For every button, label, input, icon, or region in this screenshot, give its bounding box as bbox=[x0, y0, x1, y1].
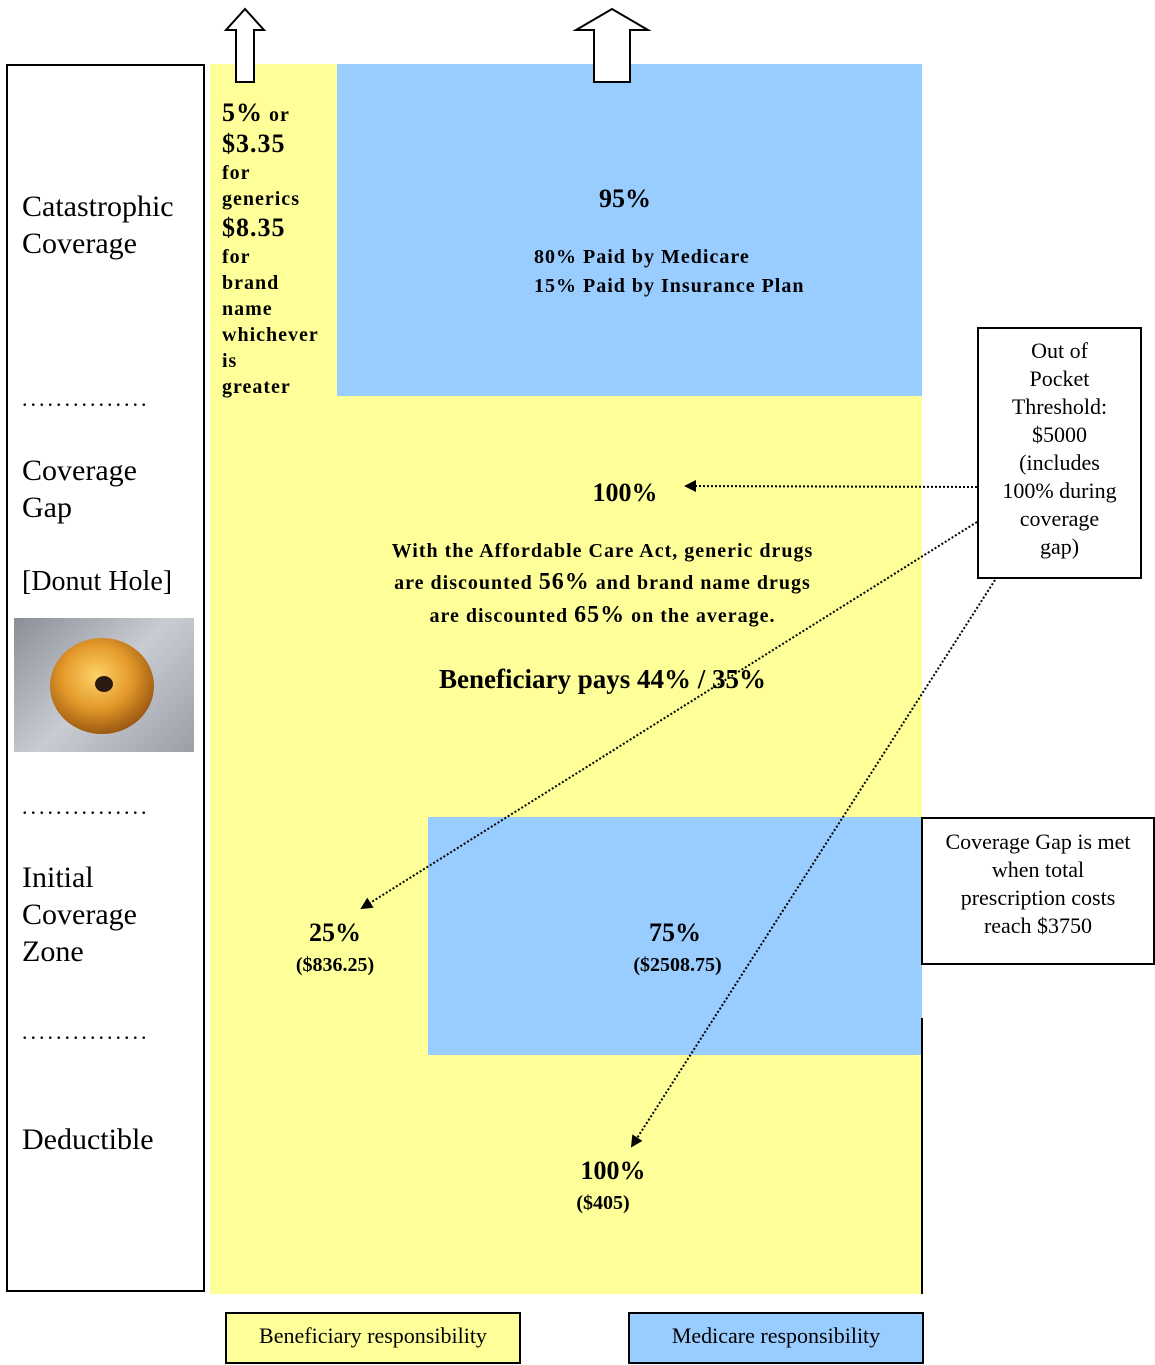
generic-amount: $3.35 bbox=[222, 129, 286, 158]
phase-gap-label: Coverage Gap bbox=[22, 454, 137, 524]
phase-catastrophic-label: Catastrophic Coverage bbox=[22, 190, 174, 260]
aca-line-2: are discounted 56% and brand name drugs bbox=[394, 569, 811, 595]
catastrophic-medicare-pct: 95% bbox=[599, 184, 651, 213]
legend-beneficiary: Beneficiary responsibility bbox=[225, 1312, 521, 1364]
medicare-share-line: 80% Paid by Medicare bbox=[534, 246, 750, 268]
or-text: or bbox=[269, 104, 290, 126]
catastrophic-pct: 5% bbox=[222, 98, 263, 127]
for-brand-text: for brand name whichever is greater bbox=[222, 246, 319, 398]
arrow-to-icz bbox=[360, 521, 978, 910]
medicare-initial-region bbox=[428, 817, 922, 1055]
icz-medicare-amount: ($2508.75) bbox=[633, 954, 722, 976]
phase-initial-label: Initial Coverage Zone bbox=[22, 861, 137, 968]
legend-medicare: Medicare responsibility bbox=[628, 1312, 924, 1364]
icz-beneficiary-amount: ($836.25) bbox=[295, 954, 375, 976]
deductible-amount: ($405) bbox=[576, 1192, 630, 1214]
medicare-catastrophic-region bbox=[337, 64, 922, 396]
catastrophic-beneficiary-text: 5% or $3.35 for generics $8.35 for brand… bbox=[222, 100, 334, 400]
phase-donut-label: [Donut Hole] bbox=[22, 566, 173, 597]
icz-medicare-pct: 75% bbox=[649, 918, 701, 947]
coverage-gap-box: Coverage Gap is met when total prescript… bbox=[921, 817, 1155, 965]
oop-threshold-box: Out of Pocket Threshold: $5000 (includes… bbox=[977, 327, 1142, 579]
phase-deductible-label: Deductible bbox=[22, 1123, 154, 1156]
region-edge-line bbox=[921, 1018, 923, 1294]
separator-dots: ............... bbox=[22, 794, 150, 819]
plan-share-line: 15% Paid by Insurance Plan bbox=[534, 275, 805, 297]
phase-labels-panel: Catastrophic Coverage ............... Co… bbox=[6, 64, 205, 1292]
up-arrow-icon bbox=[223, 7, 267, 83]
deductible-pct: 100% bbox=[580, 1156, 646, 1185]
for-generics-text: for generics bbox=[222, 162, 300, 210]
arrow-to-gap bbox=[684, 480, 978, 493]
gap-pct: 100% bbox=[592, 478, 658, 507]
icz-beneficiary-pct: 25% bbox=[309, 918, 361, 947]
donut-image bbox=[14, 618, 194, 752]
brand-amount: $8.35 bbox=[222, 213, 286, 242]
aca-line-1: With the Affordable Care Act, generic dr… bbox=[391, 540, 814, 562]
arrow-to-deductible bbox=[630, 579, 996, 1148]
separator-dots: ............... bbox=[22, 1019, 150, 1044]
aca-line-3: are discounted 65% on the average. bbox=[429, 602, 776, 628]
separator-dots: ............... bbox=[22, 386, 150, 411]
up-arrow-icon bbox=[572, 7, 652, 83]
